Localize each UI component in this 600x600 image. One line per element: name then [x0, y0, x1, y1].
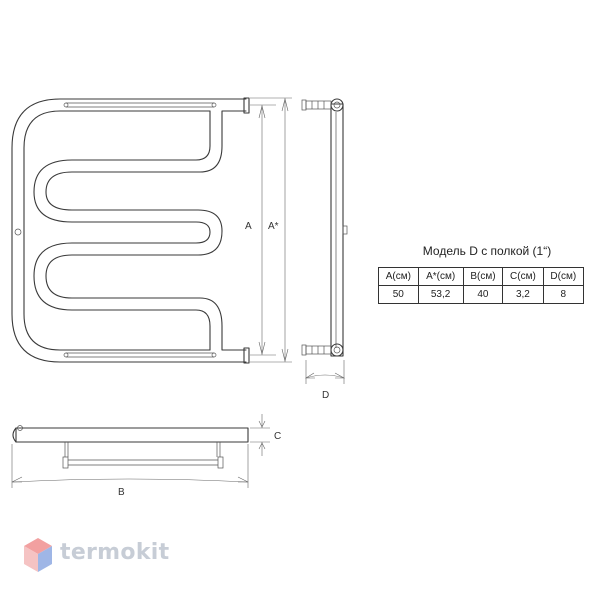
rail-serpentine	[33, 110, 211, 351]
dimension-c: C	[250, 414, 281, 456]
spec-title: Модель D с полкой (1“)	[422, 244, 552, 258]
top-view-shelf	[62, 442, 224, 469]
top-view: C B	[11, 414, 281, 498]
front-view: A A*	[11, 97, 292, 364]
spec-value-a: 50	[378, 285, 419, 304]
rail-outer-contour	[11, 98, 247, 363]
spec-value-a-star: 53,2	[417, 285, 464, 304]
spec-header-d: D(см)	[542, 267, 585, 286]
brand-name: termokit	[60, 540, 170, 565]
spec-value-row: 50 53,2 40 3,2 8	[378, 285, 585, 304]
side-top-shelf	[305, 100, 332, 110]
rail-outer-inner-line	[23, 110, 61, 351]
spec-header-a: A(см)	[378, 267, 419, 286]
bottom-shelf-bar	[63, 352, 217, 358]
spec-table: A(см) A*(см) B(см) C(см) D(см) 50 53,2 4…	[378, 267, 585, 304]
brand-watermark: termokit	[22, 536, 202, 576]
spec-value-b: 40	[462, 285, 504, 304]
side-bottom-fitting	[330, 343, 344, 357]
spec-value-d: 8	[542, 285, 585, 304]
side-bottom-shelf	[305, 345, 332, 355]
mounting-hole	[14, 228, 22, 236]
spec-value-c: 3,2	[502, 285, 544, 304]
dimension-b: B	[11, 444, 249, 498]
dimension-label-c: C	[274, 431, 281, 442]
spec-panel: Модель D с полкой (1“) A(см) A*(см) B(см…	[378, 244, 585, 304]
top-main-pipe	[15, 427, 249, 443]
bottom-end-cap	[243, 347, 250, 364]
dimension-label-a: A	[245, 221, 252, 232]
rail-inner-contour	[45, 110, 247, 351]
dimension-a-star: A*	[250, 97, 292, 363]
side-top-fitting	[330, 98, 344, 112]
brand-logo-icon	[24, 538, 52, 572]
side-main-pipe	[330, 103, 344, 357]
dimension-label-d: D	[322, 390, 329, 401]
dimension-label-b: B	[118, 487, 125, 498]
side-view: D	[301, 98, 348, 401]
spec-header-row: A(см) A*(см) B(см) C(см) D(см)	[378, 267, 585, 286]
spec-header-c: C(см)	[502, 267, 544, 286]
dimension-d: D	[304, 360, 346, 401]
spec-header-a-star: A*(см)	[417, 267, 464, 286]
top-shelf-bar	[63, 102, 217, 108]
spec-header-b: B(см)	[462, 267, 504, 286]
top-end-cap	[243, 97, 250, 114]
dimension-a: A	[245, 104, 276, 356]
dimension-label-a-star: A*	[268, 221, 279, 232]
